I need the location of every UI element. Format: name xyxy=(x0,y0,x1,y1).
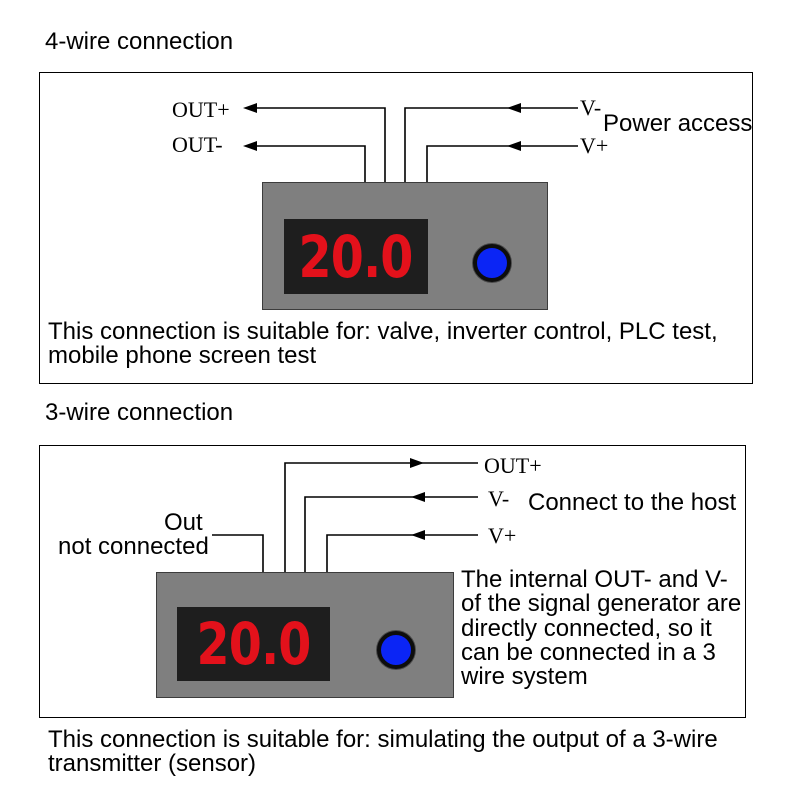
four-wire-title: 4-wire connection xyxy=(45,28,234,55)
out-not-connected-label-line1: Out xyxy=(164,509,203,536)
connect-to-host-label: Connect to the host xyxy=(528,489,737,516)
four-wire-v-plus-label: V+ xyxy=(580,133,609,158)
four-wire-v-minus-wire xyxy=(404,107,578,182)
display-value: 20.0 xyxy=(196,610,311,678)
led-display: 20.0 xyxy=(177,607,330,681)
three-wire-v-plus-label: V+ xyxy=(488,523,517,548)
out-not-connected-label-line2: not connected xyxy=(58,533,209,560)
three-wire-usage-note-line: transmitter (sensor) xyxy=(48,750,257,777)
three-wire-out-plus-arrow xyxy=(410,458,424,468)
four-wire-out-minus-arrow xyxy=(243,141,257,151)
adjustment-knob-icon xyxy=(377,631,415,669)
four-wire-out-minus-label: OUT- xyxy=(172,132,223,157)
three-wire-out-plus-wire xyxy=(284,462,478,572)
four-wire-out-plus-label: OUT+ xyxy=(172,97,230,122)
four-wire-v-plus-arrow xyxy=(507,141,521,151)
internal-connection-note-line: directly connected, so it xyxy=(461,614,712,642)
four-wire-out-minus-wire xyxy=(256,145,366,182)
four-wire-v-plus-wire xyxy=(426,145,578,182)
four-wire-v-minus-label: V- xyxy=(580,95,602,120)
four-wire-out-plus-wire xyxy=(256,107,386,182)
internal-connection-note: The internal OUT- and V- of the signal g… xyxy=(461,566,742,690)
internal-connection-note-line: can be connected in a 3 xyxy=(461,638,716,666)
four-wire-out-plus-arrow xyxy=(243,103,257,113)
three-wire-out-plus-label: OUT+ xyxy=(484,453,542,478)
display-value: 20.0 xyxy=(298,222,414,291)
internal-connection-note-line: of the signal generator are xyxy=(461,590,742,618)
three-wire-v-minus-label: V- xyxy=(488,486,510,511)
three-wire-v-plus-wire xyxy=(326,534,478,572)
internal-connection-note-line: The internal OUT- and V- xyxy=(461,566,728,593)
three-wire-signal-generator: 20.0 xyxy=(156,572,454,698)
three-wire-v-minus-arrow xyxy=(411,492,425,502)
four-wire-usage-note-line: mobile phone screen test xyxy=(48,342,317,369)
three-wire-v-plus-arrow xyxy=(411,530,425,540)
three-wire-usage-note: This connection is suitable for: simulat… xyxy=(48,728,718,776)
three-wire-title: 3-wire connection xyxy=(45,399,234,426)
led-display: 20.0 xyxy=(284,219,428,294)
four-wire-usage-note: This connection is suitable for: valve, … xyxy=(48,320,718,368)
four-wire-v-minus-arrow xyxy=(507,103,521,113)
three-wire-usage-note-line: This connection is suitable for: simulat… xyxy=(48,726,718,753)
four-wire-diagram-frame xyxy=(39,72,753,384)
internal-connection-note-line: wire system xyxy=(461,663,588,690)
power-access-label: Power access xyxy=(603,110,753,137)
three-wire-out-unconnected-wire xyxy=(212,534,264,572)
four-wire-signal-generator: 20.0 xyxy=(262,182,548,310)
three-wire-diagram-frame xyxy=(39,445,746,718)
adjustment-knob-icon xyxy=(473,244,511,282)
four-wire-usage-note-line: This connection is suitable for: valve, … xyxy=(48,318,718,345)
